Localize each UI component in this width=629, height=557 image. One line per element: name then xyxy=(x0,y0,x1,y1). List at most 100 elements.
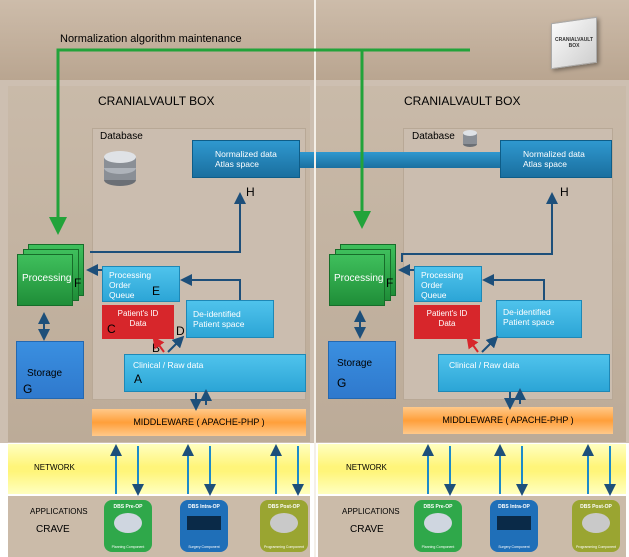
box-title: CRANIALVAULT BOX xyxy=(404,94,521,108)
normalized-data-box: Normalized data Atlas space xyxy=(500,140,612,178)
database-label: Database xyxy=(412,131,455,142)
app-sub: Programming Component xyxy=(575,545,617,549)
applications-band-left xyxy=(8,496,310,557)
green-line xyxy=(56,48,470,226)
brain-icon xyxy=(114,513,142,533)
storage-label: Storage xyxy=(27,368,63,379)
deidentified-line-2: Patient space xyxy=(193,319,245,329)
middleware-bar: MIDDLEWARE ( APACHE-PHP ) xyxy=(403,407,613,434)
letter-d: D xyxy=(176,324,185,338)
queue-line-3: Queue xyxy=(421,290,447,300)
queue-line-2: Order xyxy=(421,280,443,290)
arrow-clinical-to-deid xyxy=(481,335,499,353)
arrow-clinical-to-patient xyxy=(466,336,479,353)
patient-line-1: Patient's ID xyxy=(117,309,159,318)
middleware-bar: MIDDLEWARE ( APACHE-PHP ) xyxy=(92,409,306,436)
app-title: DBS Post-OP xyxy=(268,504,300,510)
patient-id-box: Patient's ID Data xyxy=(414,305,480,339)
waveform-icon xyxy=(187,516,221,530)
letter-g: G xyxy=(23,382,33,396)
app-title: DBS Intra-OP xyxy=(498,504,530,510)
arrow-to-normalized xyxy=(401,192,558,262)
app-sub: Surgery Component xyxy=(498,545,530,549)
app-intra-op-icon[interactable]: DBS Intra-OP Surgery Component xyxy=(490,500,538,552)
network-band-right xyxy=(318,444,626,494)
normalized-data-box: Normalized data Atlas space xyxy=(192,140,300,178)
crave-label: CRAVE xyxy=(36,524,70,535)
deidentified-line-2: Patient space xyxy=(503,317,555,327)
patient-id-box: Patient's ID Data xyxy=(102,305,174,339)
processing-label: Processing xyxy=(334,273,384,284)
letter-f: F xyxy=(386,276,394,290)
app-pre-op-icon[interactable]: DBS Pre-OP Planning Component xyxy=(414,500,462,552)
column-divider xyxy=(314,0,316,557)
brain-icon xyxy=(582,513,610,533)
processing-queue-box: Processing Order Queue xyxy=(102,266,180,302)
letter-a: A xyxy=(134,372,143,386)
waveform-icon xyxy=(497,516,531,530)
patient-line-1: Patient's ID xyxy=(426,309,468,318)
arrow-clinical-to-deid xyxy=(167,335,185,353)
app-title: DBS Pre-OP xyxy=(113,504,143,510)
letter-g: G xyxy=(337,376,347,390)
database-icon xyxy=(462,128,478,148)
clinical-label: Clinical / Raw data xyxy=(449,360,520,370)
app-sub: Surgery Component xyxy=(188,545,220,549)
letter-c: C xyxy=(107,322,116,336)
app-title: DBS Pre-OP xyxy=(423,504,453,510)
processing-queue-box: Processing Order Queue xyxy=(414,266,482,302)
app-pre-op-icon[interactable]: DBS Pre-OP Planning Component xyxy=(104,500,152,552)
letter-e: E xyxy=(152,284,161,298)
crave-label: CRAVE xyxy=(350,524,384,535)
box-title: CRANIALVAULT BOX xyxy=(98,94,215,108)
applications-label: APPLICATIONS xyxy=(342,507,400,516)
arrow-deid-to-queue xyxy=(180,274,241,300)
brain-icon xyxy=(270,513,298,533)
cranialvault-cube-icon: CRANIALVAULT BOX xyxy=(545,10,603,70)
deidentified-box: De-identified Patient space xyxy=(186,300,274,338)
network-label: NETWORK xyxy=(346,463,387,472)
queue-line-3: Queue xyxy=(109,290,135,300)
arrow-deid-to-queue xyxy=(482,274,545,300)
applications-label: APPLICATIONS xyxy=(30,507,88,516)
storage-box: Storage G xyxy=(328,341,396,399)
top-label: Normalization algorithm maintenance xyxy=(60,33,242,45)
app-post-op-icon[interactable]: DBS Post-OP Programming Component xyxy=(572,500,620,552)
processing-card: Processing xyxy=(329,254,385,306)
network-label: NETWORK xyxy=(34,463,75,472)
letter-h: H xyxy=(560,185,569,199)
normalized-line-1: Normalized data xyxy=(215,149,277,159)
deidentified-line-1: De-identified xyxy=(503,307,551,317)
clinical-raw-box: Clinical / Raw data xyxy=(124,354,306,392)
app-sub: Planning Component xyxy=(111,545,145,549)
clinical-label: Clinical / Raw data xyxy=(133,360,204,370)
app-title: DBS Intra-OP xyxy=(188,504,220,510)
database-label: Database xyxy=(100,131,143,142)
patient-line-2: Data xyxy=(129,319,147,328)
normalized-line-2: Atlas space xyxy=(523,159,567,169)
atlas-link-bar xyxy=(300,152,500,168)
patient-line-2: Data xyxy=(438,319,456,328)
app-intra-op-icon[interactable]: DBS Intra-OP Surgery Component xyxy=(180,500,228,552)
deidentified-box: De-identified Patient space xyxy=(496,300,582,338)
queue-line-1: Processing xyxy=(421,270,464,280)
processing-label: Processing xyxy=(22,273,72,284)
queue-line-2: Order xyxy=(109,280,131,290)
cube-label: CRANIALVAULT BOX xyxy=(555,37,594,49)
processing-card: Processing xyxy=(17,254,73,306)
database-icon xyxy=(102,146,138,188)
network-band-left xyxy=(8,444,310,494)
app-post-op-icon[interactable]: DBS Post-OP Programming Component xyxy=(260,500,308,552)
storage-label: Storage xyxy=(337,358,373,369)
deidentified-line-1: De-identified xyxy=(193,309,241,319)
normalized-line-1: Normalized data xyxy=(523,149,585,159)
arrow-to-normalized xyxy=(90,192,246,253)
app-title: DBS Post-OP xyxy=(580,504,612,510)
storage-box: Storage G xyxy=(16,341,84,399)
arrow-clinical-to-patient xyxy=(152,336,165,353)
app-sub: Programming Component xyxy=(263,545,305,549)
normalized-line-2: Atlas space xyxy=(215,159,259,169)
letter-h: H xyxy=(246,185,255,199)
queue-line-1: Processing xyxy=(109,270,152,280)
